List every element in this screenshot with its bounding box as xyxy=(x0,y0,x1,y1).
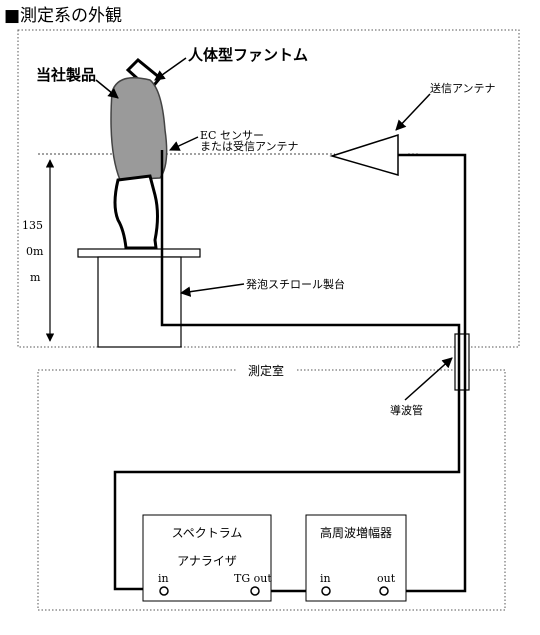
waveguide xyxy=(454,333,470,391)
sa-tg-out-label: TG out xyxy=(234,572,272,585)
amp-in-label: in xyxy=(320,572,331,585)
transmit-antenna xyxy=(329,133,399,176)
sa-tg-out-port xyxy=(250,586,260,596)
product-label: 当社製品 xyxy=(36,66,96,84)
waveguide-label: 導波管 xyxy=(390,403,423,417)
sensor-cable xyxy=(113,150,461,591)
amp-out-port xyxy=(379,586,389,596)
spectrum-label-line2: アナライザ xyxy=(177,554,237,568)
page-title: ■測定系の外観 xyxy=(4,6,122,26)
human-phantom xyxy=(110,57,168,250)
antenna-cable xyxy=(398,153,467,489)
phantom-label: 人体型ファントム xyxy=(188,46,308,64)
amp-out-cable xyxy=(385,489,467,593)
ec-sensor-label-line1: EC センサー xyxy=(200,129,264,142)
amp-out-label: out xyxy=(377,572,396,585)
height-label-line1: 135 xyxy=(22,219,43,232)
sa-in-port xyxy=(159,586,169,596)
spectrum-label-line1: スペクトラム xyxy=(172,526,243,540)
upper-enclosure xyxy=(17,29,520,348)
height-label-line2: 0m xyxy=(26,245,44,258)
amp-in-port xyxy=(321,586,331,596)
rf-amplifier xyxy=(305,514,407,602)
room-label: 測定室 xyxy=(248,363,284,378)
foam-stand xyxy=(77,248,201,348)
sa-in-label: in xyxy=(158,572,169,585)
tx-antenna-label: 送信アンテナ xyxy=(430,81,496,95)
ec-sensor-label-line2: または受信アンテナ xyxy=(200,140,299,153)
foam-stand-label: 発泡スチロール製台 xyxy=(246,277,345,291)
height-label-line3: m xyxy=(30,271,41,284)
amplifier-label: 高周波増幅器 xyxy=(320,525,392,540)
